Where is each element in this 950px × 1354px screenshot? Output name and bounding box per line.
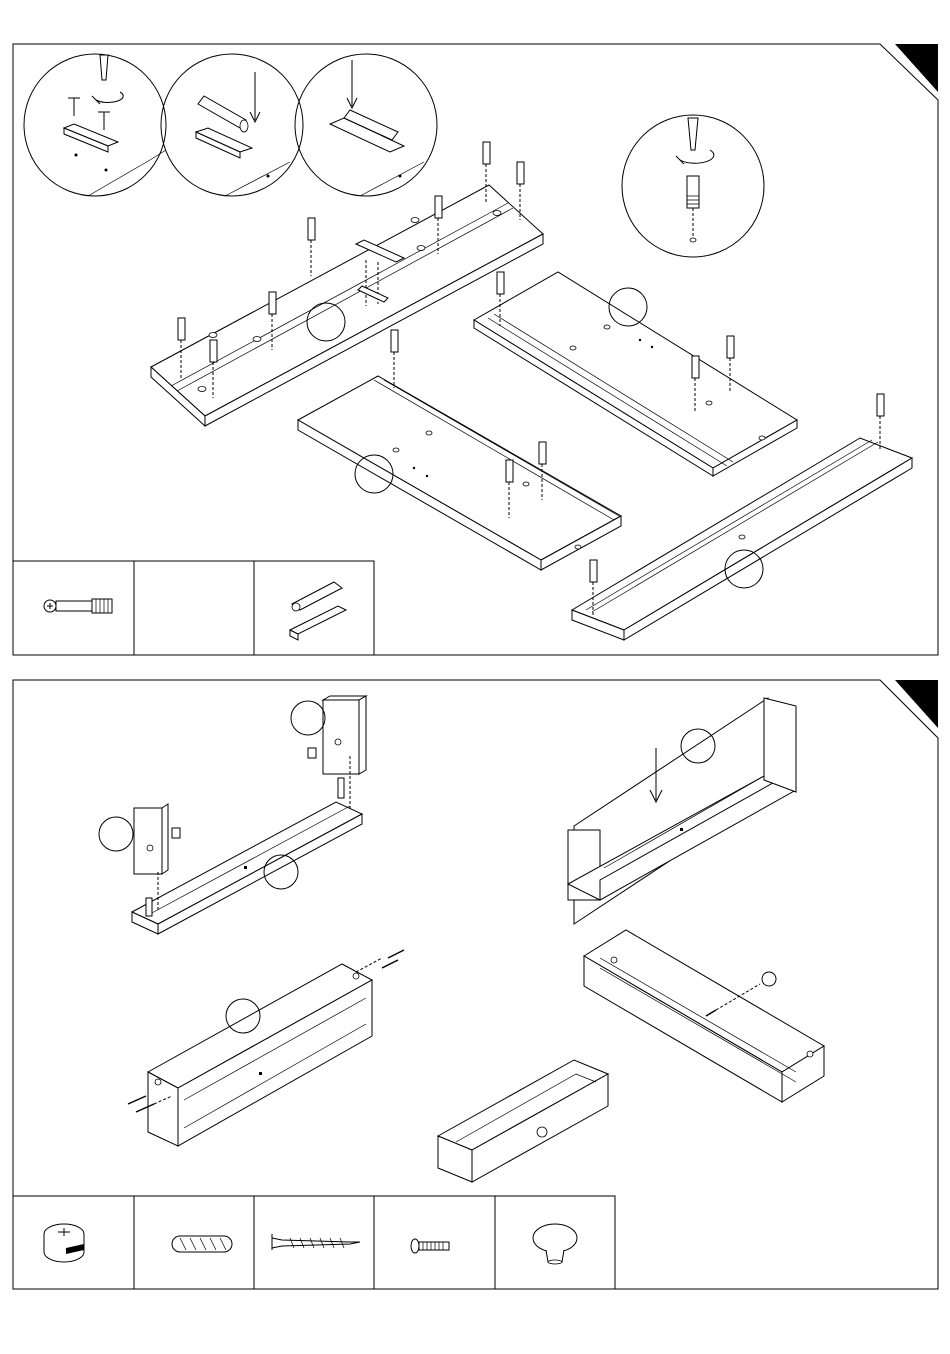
- assembly-finished-drawer: [438, 1060, 608, 1182]
- detail-circle-cam-bolt: [622, 115, 764, 257]
- assembly-knob-box: [584, 930, 824, 1102]
- assembly-screw-box: [128, 950, 404, 1146]
- step-2-corner-tab: [895, 680, 938, 728]
- cam-bolt-icon: [44, 599, 112, 613]
- detail-circle-dowel-assembled: [295, 54, 437, 196]
- step-2-panel: [13, 680, 938, 1289]
- dowel-and-bracket-icon: [290, 582, 346, 640]
- assembly-back-panel: [568, 698, 796, 924]
- detail-circle-screw-bracket: [24, 54, 166, 196]
- step-1-parts-table: [13, 561, 374, 655]
- long-wood-screw-icon: [272, 1234, 360, 1250]
- detail-circle-dowel-insert: [161, 54, 303, 196]
- step-2-parts-table: [13, 1196, 615, 1289]
- step-1-corner-tab: [895, 44, 938, 92]
- cam-lock-icon: [44, 1224, 84, 1262]
- step-1-panel: [13, 44, 938, 655]
- board-b: [474, 272, 797, 476]
- board-a: [151, 185, 543, 426]
- knob-icon: [533, 1224, 577, 1264]
- wooden-dowel-icon: [172, 1236, 232, 1252]
- short-screw-icon: [411, 1239, 449, 1253]
- assembly-side-panels: [99, 696, 366, 934]
